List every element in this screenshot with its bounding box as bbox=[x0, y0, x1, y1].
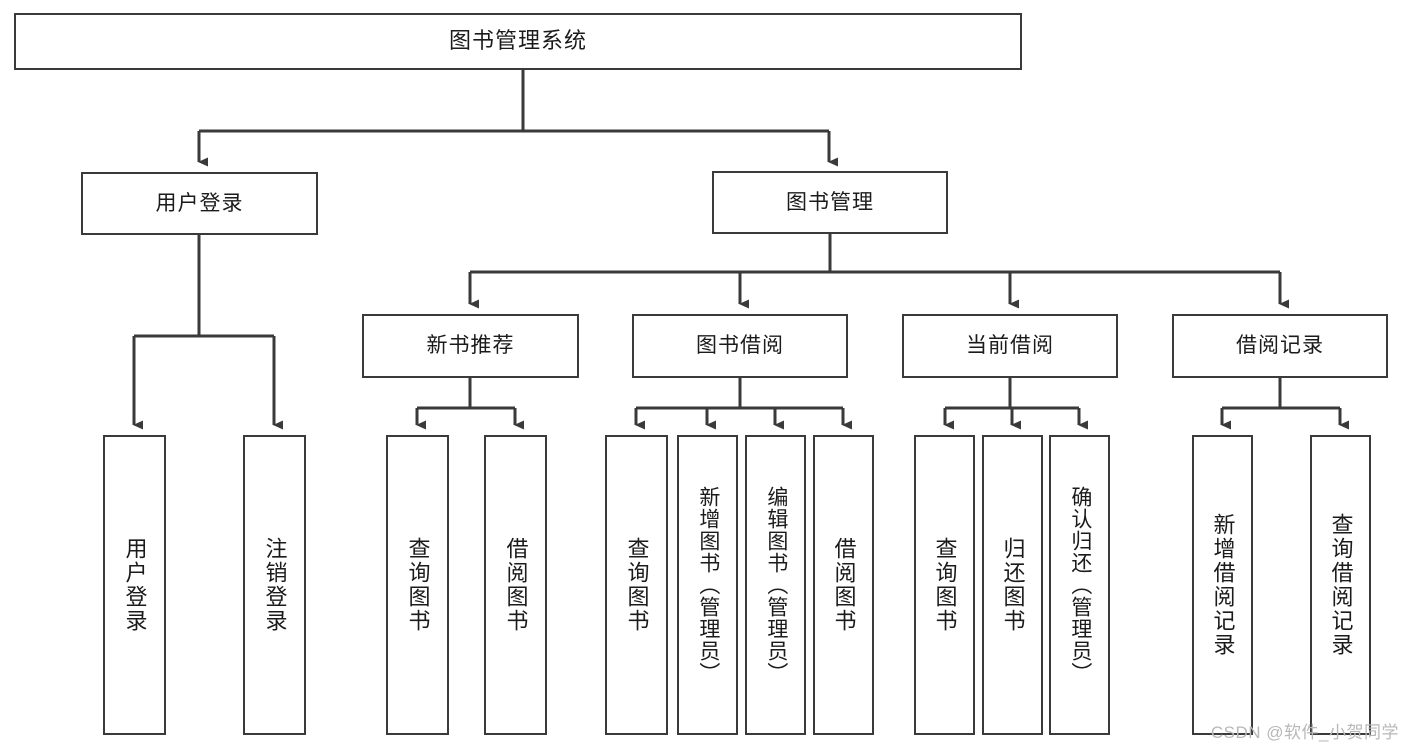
leaf-return-book[interactable]: 归还图书 bbox=[982, 435, 1043, 735]
node-borrow-record-label: 借阅记录 bbox=[1236, 334, 1324, 358]
leaf-borrow-book-2-label: 借阅图书 bbox=[831, 537, 857, 633]
leaf-query-book-2[interactable]: 查询图书 bbox=[605, 435, 668, 735]
leaf-add-book-label: 新增图书（管理员） bbox=[696, 486, 720, 684]
leaf-borrow-book-2[interactable]: 借阅图书 bbox=[813, 435, 874, 735]
leaf-query-book-1[interactable]: 查询图书 bbox=[386, 435, 449, 735]
leaf-borrow-book-1-label: 借阅图书 bbox=[503, 537, 529, 633]
node-user-login[interactable]: 用户登录 bbox=[81, 172, 318, 235]
leaf-query-record[interactable]: 查询借阅记录 bbox=[1310, 435, 1371, 735]
node-book-borrow-label: 图书借阅 bbox=[696, 334, 784, 358]
node-book-manage-label: 图书管理 bbox=[786, 190, 874, 214]
node-book-manage[interactable]: 图书管理 bbox=[712, 171, 948, 234]
leaf-add-record[interactable]: 新增借阅记录 bbox=[1192, 435, 1253, 735]
node-current-borrow[interactable]: 当前借阅 bbox=[902, 314, 1118, 378]
node-new-book-recommend[interactable]: 新书推荐 bbox=[362, 314, 579, 378]
leaf-user-login-label: 用户登录 bbox=[122, 537, 148, 633]
leaf-edit-book-label: 编辑图书（管理员） bbox=[764, 486, 788, 684]
node-user-login-label: 用户登录 bbox=[155, 191, 244, 215]
leaf-add-record-label: 新增借阅记录 bbox=[1210, 513, 1236, 657]
leaf-user-login[interactable]: 用户登录 bbox=[103, 435, 166, 735]
node-new-book-recommend-label: 新书推荐 bbox=[426, 334, 515, 358]
leaf-confirm-return-label: 确认归还（管理员） bbox=[1068, 486, 1092, 684]
leaf-query-book-3-label: 查询图书 bbox=[932, 537, 958, 633]
leaf-logout[interactable]: 注销登录 bbox=[243, 435, 306, 735]
node-current-borrow-label: 当前借阅 bbox=[966, 334, 1054, 358]
leaf-add-book[interactable]: 新增图书（管理员） bbox=[677, 435, 738, 735]
csdn-watermark: CSDN @软件_小贺同学 bbox=[1210, 723, 1399, 742]
node-borrow-record[interactable]: 借阅记录 bbox=[1172, 314, 1388, 378]
leaf-confirm-return[interactable]: 确认归还（管理员） bbox=[1049, 435, 1110, 735]
leaf-return-book-label: 归还图书 bbox=[1000, 537, 1026, 633]
leaf-query-book-3[interactable]: 查询图书 bbox=[914, 435, 975, 735]
node-root[interactable]: 图书管理系统 bbox=[14, 13, 1022, 70]
node-book-borrow[interactable]: 图书借阅 bbox=[632, 314, 848, 378]
leaf-edit-book[interactable]: 编辑图书（管理员） bbox=[745, 435, 806, 735]
node-root-label: 图书管理系统 bbox=[448, 28, 587, 54]
leaf-borrow-book-1[interactable]: 借阅图书 bbox=[484, 435, 547, 735]
leaf-query-book-2-label: 查询图书 bbox=[624, 537, 650, 633]
leaf-query-record-label: 查询借阅记录 bbox=[1328, 513, 1354, 657]
leaf-logout-label: 注销登录 bbox=[262, 537, 288, 633]
leaf-query-book-1-label: 查询图书 bbox=[405, 537, 431, 633]
